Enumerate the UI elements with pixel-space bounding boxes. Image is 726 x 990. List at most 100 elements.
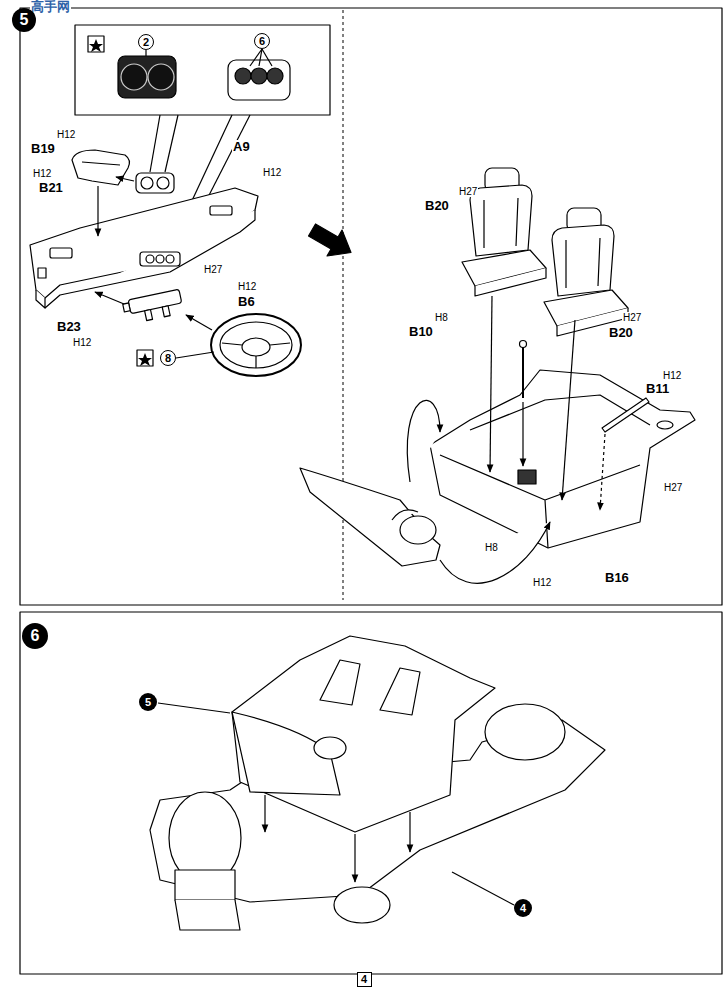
steering-wheel [222, 343, 242, 345]
steering-column [186, 315, 212, 330]
cockpit-assembly [320, 660, 420, 715]
detail-inset [251, 68, 267, 84]
cockpit-tub [430, 370, 695, 548]
part-label: H12 [56, 129, 76, 140]
cockpit-assembly [314, 737, 346, 759]
callout-number: 8 [160, 350, 176, 366]
dashboard-assembly [392, 510, 418, 520]
lever-part [520, 341, 527, 348]
part-label: B20 [424, 199, 450, 213]
part-label: H12 [532, 577, 552, 588]
detail-inset [150, 115, 160, 172]
detail-inset [262, 49, 272, 66]
dashboard-part [36, 290, 45, 308]
cockpit-assembly [158, 703, 230, 713]
gauge-hood [82, 162, 120, 165]
dashboard-assembly [300, 468, 440, 566]
gauge-hood [72, 150, 129, 185]
steering-column [128, 289, 182, 314]
part-label: H12 [32, 168, 52, 179]
dashboard-part [30, 188, 258, 308]
dashboard-assembly [440, 522, 550, 583]
detail-inset [88, 36, 104, 52]
cockpit-tub [518, 470, 536, 484]
dashboard-part [30, 188, 258, 298]
part-label: B16 [604, 571, 630, 585]
panel-frame [20, 612, 722, 974]
node-text: 5 [20, 12, 29, 28]
lever-part [490, 296, 492, 472]
part-label: H8 [484, 542, 499, 553]
seat-part [475, 268, 546, 296]
instruction-artwork [20, 8, 722, 974]
seat-part [470, 185, 532, 256]
part-label: B21 [38, 181, 64, 195]
star-mark [138, 353, 152, 366]
cockpit-tub [430, 370, 695, 548]
star-mark [176, 352, 214, 358]
cockpit-assembly [158, 636, 514, 905]
cockpit-tub [470, 395, 650, 430]
detail-inset [118, 56, 176, 98]
star-mark [137, 350, 214, 366]
lever-part [600, 434, 605, 510]
dashboard-assembly [300, 400, 550, 583]
detail-inset [75, 25, 330, 115]
cockpit-assembly [264, 795, 265, 832]
node-text: 8 [165, 353, 171, 364]
steering-wheel [270, 343, 290, 345]
dashboard-part [140, 252, 180, 266]
node-text: 6 [31, 628, 40, 644]
cockpit-assembly [409, 812, 410, 852]
part-label: H12 [237, 281, 257, 292]
detail-inset [259, 49, 262, 66]
detail-inset [235, 68, 251, 84]
gauge-hood [157, 177, 169, 189]
dashboard-part [210, 206, 232, 215]
part-label: H27 [622, 312, 642, 323]
part-label: H27 [663, 482, 683, 493]
seat-part [552, 225, 614, 296]
seat-part [544, 208, 628, 336]
lever-part [522, 402, 523, 466]
callout-number: 2 [138, 34, 154, 50]
assembly-ref: 4 [514, 899, 532, 917]
part-label: B20 [608, 326, 634, 340]
dashboard-part [45, 210, 255, 308]
assembly-ref: 5 [139, 693, 157, 711]
steering-wheel [220, 322, 292, 368]
dashboard-part [156, 255, 164, 263]
page-number: 4 [357, 972, 372, 987]
chassis-part [175, 900, 240, 930]
part-label: H12 [262, 167, 282, 178]
node-text: 6 [259, 36, 265, 47]
cockpit-tub [657, 421, 673, 429]
detail-inset [267, 68, 283, 84]
part-label: H12 [72, 337, 92, 348]
steering-wheel [211, 314, 301, 376]
part-label: B11 [645, 382, 670, 396]
node-text: 4 [361, 974, 367, 985]
dashboard-assembly [400, 516, 436, 544]
star-mark [137, 350, 153, 366]
steering-column [123, 303, 131, 312]
callout-number: 6 [254, 33, 270, 49]
part-label: A9 [232, 140, 251, 154]
watermark: 高手网 [30, 0, 71, 14]
part-label: B23 [56, 320, 82, 334]
dashboard-assembly [407, 400, 440, 482]
part-label: H27 [458, 186, 478, 197]
gauge-hood [136, 173, 174, 193]
cockpit-assembly [354, 834, 355, 882]
part-label: H27 [203, 264, 223, 275]
part-label: B10 [408, 325, 434, 339]
chassis-part [485, 704, 565, 760]
dashboard-part [50, 248, 72, 258]
step-number: 5 [12, 8, 36, 32]
detail-inset [148, 64, 174, 90]
steering-column [95, 292, 124, 304]
step-number: 6 [22, 623, 48, 649]
node-text: 2 [143, 37, 149, 48]
gauge-hood [97, 186, 98, 236]
lever-part [602, 398, 649, 432]
